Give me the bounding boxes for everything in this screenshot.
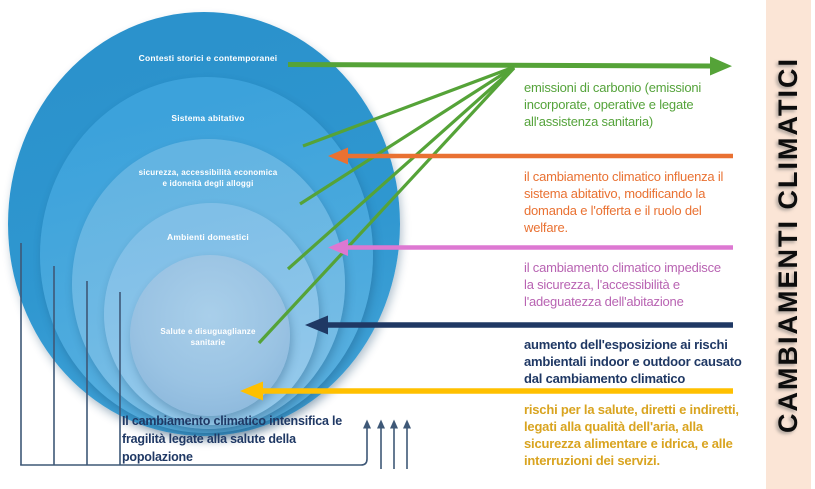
emissions-arrow xyxy=(287,56,732,76)
ring-label-contesti-storici: Contesti storici e contemporanei xyxy=(138,53,278,63)
ring-label-salute: Salute e disuguaglianze sanitarie xyxy=(160,327,256,347)
ring-label-sicurezza-alloggi: sicurezza, accessibilità economica e ido… xyxy=(138,168,278,188)
annotation-emissions: emissioni di carbonio (emissioni incorpo… xyxy=(524,80,702,129)
climate-change-banner-title: CAMBIAMENTI CLIMATICI xyxy=(773,56,803,433)
annotation-environmental-exposure: aumento dell'esposizione ai rischi ambie… xyxy=(524,337,742,386)
climate-change-banner: CAMBIAMENTI CLIMATICI xyxy=(766,0,811,489)
ring-label-ambienti-domestici: Ambienti domestici xyxy=(166,232,249,242)
fragility-note: Il cambiamento climatico intensifica le … xyxy=(122,414,343,464)
annotation-housing-security: il cambiamento climatico impedisce la si… xyxy=(524,260,721,309)
annotation-health-risks: rischi per la salute, diretti e indirett… xyxy=(524,402,739,468)
annotation-housing-system: il cambiamento climatico influenza il si… xyxy=(524,169,724,235)
ring-label-sistema-abitativo: Sistema abitativo xyxy=(171,113,245,123)
